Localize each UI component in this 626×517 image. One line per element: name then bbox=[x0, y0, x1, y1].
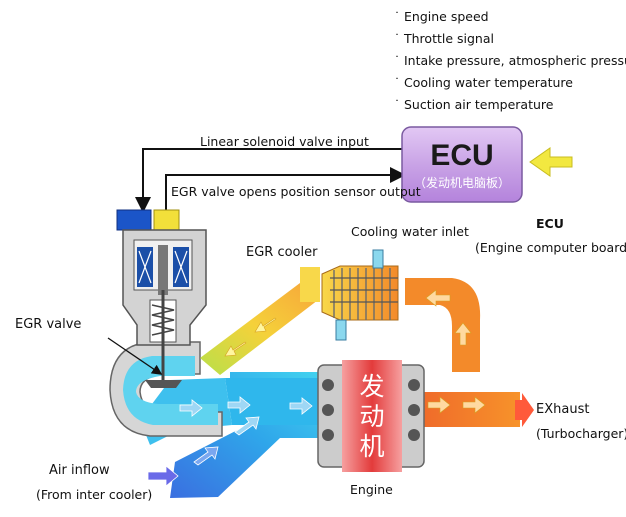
recirc-arrows bbox=[224, 289, 486, 414]
exhaust-pipe bbox=[420, 392, 520, 427]
engine-char-1: 发 bbox=[359, 372, 384, 401]
engine-label: Engine bbox=[350, 482, 393, 497]
solenoid-input-label: Linear solenoid valve input bbox=[200, 134, 369, 149]
egr-valve-assembly bbox=[116, 209, 207, 388]
engine-char-2: 动 bbox=[359, 402, 384, 431]
egr-cooler bbox=[321, 249, 399, 341]
solenoid-wire bbox=[135, 148, 404, 213]
sensor-wire bbox=[165, 167, 406, 210]
egr-valve-pointer bbox=[107, 337, 163, 375]
solenoid-connector bbox=[116, 209, 152, 231]
sensor-connector bbox=[153, 209, 180, 231]
exhaust-outlet-arrow bbox=[515, 393, 534, 427]
position-sensor-label: EGR valve opens position sensor output bbox=[171, 184, 421, 199]
ecu-input-item: Intake pressure, atmospheric pressure bbox=[394, 50, 626, 72]
exhaust-destination: (Turbocharger) bbox=[536, 426, 626, 441]
ecu-input-item: Suction air temperature bbox=[394, 94, 626, 116]
engine-block: 发 动 机 bbox=[317, 360, 425, 472]
ecu-box: ECU （发动机电脑板） bbox=[401, 126, 523, 203]
air-inflow-label: Air inflow bbox=[49, 463, 110, 478]
egr-cooler-label: EGR cooler bbox=[246, 245, 318, 260]
ecu-input-item: Cooling water temperature bbox=[394, 72, 626, 94]
air-inflow-source: (From inter cooler) bbox=[36, 487, 153, 502]
ecu-description: (Engine computer board) bbox=[475, 240, 626, 255]
egr-valve-label: EGR valve bbox=[15, 317, 82, 332]
flow-arrows bbox=[147, 396, 313, 487]
ecu-input-item: Throttle signal bbox=[394, 28, 626, 50]
ecu-box-title: ECU bbox=[430, 139, 493, 172]
engine-char-3: 机 bbox=[359, 432, 384, 461]
cooling-water-inlet-label: Cooling water inlet bbox=[351, 224, 469, 239]
ecu-box-subtitle: （发动机电脑板） bbox=[414, 175, 510, 190]
ecu-input-list: Engine speed Throttle signal Intake pres… bbox=[394, 6, 626, 116]
exhaust-label: EXhaust bbox=[536, 402, 590, 417]
ecu-input-item: Engine speed bbox=[394, 6, 626, 28]
ecu-label: ECU bbox=[536, 216, 564, 231]
ecu-input-arrow bbox=[529, 147, 573, 177]
